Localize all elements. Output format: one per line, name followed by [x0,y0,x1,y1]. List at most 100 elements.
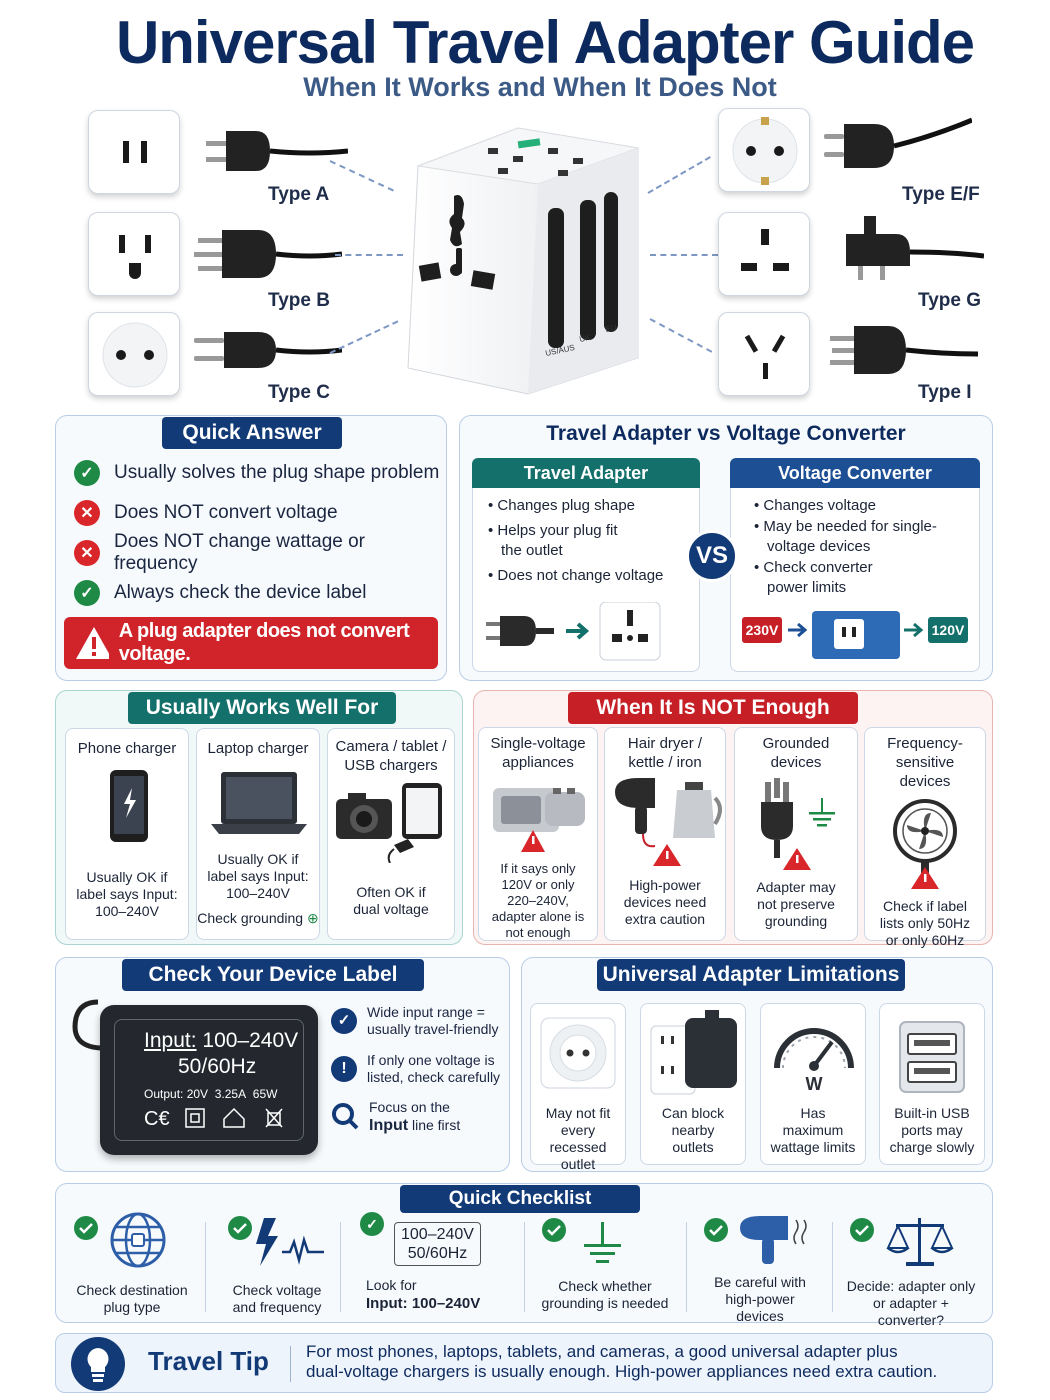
bullet-item: • Changes plug shape [488,497,636,514]
outlet-type-i [718,312,810,396]
grounded-devices-card: Grounded devices Adapter may not preserv… [734,727,858,941]
voltage-in-badge: 230V [742,617,782,643]
outlet-type-b [88,212,180,296]
laptop-charger-card: Laptop charger Usually OK if label says … [196,728,320,940]
connector-line [650,254,718,256]
check-icon: ✓ [74,460,100,486]
plug-type-c-label: Type C [268,382,330,403]
usb-ports-card: Built-in USB ports may charge slowly [879,1003,985,1165]
scale-icon [850,1218,954,1266]
plug-type-b-icon [194,230,342,278]
camera-tablet-card: Camera / tablet / USB chargers Often OK … [327,728,455,940]
hair-dryer-card: Hair dryer / kettle / iron High-power de… [604,727,726,941]
slider-uk-label: UK [579,333,592,344]
exclamation-icon: ! [331,1056,357,1082]
quick-answer-item: ✓Always check the device label [74,578,444,608]
plug-type-b-label: Type B [268,290,330,311]
frequency-sensitive-card: Frequency-sensitive devices Check if lab… [864,727,986,948]
bullet-item: • Does not change voltage [488,567,664,584]
label-tips: ✓ Wide input range = usually travel-frie… [331,1004,506,1135]
label-tip-item: ✓ Wide input range = usually travel-frie… [331,1004,506,1038]
limitations-title: Universal Adapter Limitations [597,959,905,991]
not-enough-title: When It Is NOT Enough [568,692,858,724]
quick-answer-item: ✓Usually solves the plug shape problem [74,458,444,488]
quick-answer-title: Quick Answer [162,417,342,449]
phone-charger-card: Phone charger Usually OK if label says I… [65,728,189,940]
works-title: Usually Works Well For [128,692,396,724]
outlet-type-a [88,110,180,194]
label-plate [114,1019,304,1141]
voltage-out-badge: 120V [928,617,968,643]
plug-type-ef-icon [824,117,972,168]
check-icon: ✓ [74,580,100,606]
compare-title: Travel Adapter vs Voltage Converter [546,422,906,445]
bullet-item: • May be needed for single-voltage devic… [754,518,937,555]
block-outlets-card: Can block nearby outlets [640,1003,746,1165]
plug-type-g-icon [846,216,984,280]
gauge-icon: W [774,1028,854,1094]
travel-tip-bar [55,1333,993,1393]
check-icon: ✓ [360,1212,384,1236]
outlet-type-ef [718,108,810,192]
outlet-type-c [88,312,180,396]
divider [524,1222,525,1312]
hair-dryer-icon [704,1216,807,1264]
travel-tip-title: Travel Tip [148,1346,269,1376]
voltage-frequency-icon [228,1216,324,1266]
quick-answer-item: ✕Does NOT convert voltage [74,498,444,528]
voltage-warning-banner: A plug adapter does not convert voltage. [64,617,438,669]
divider [340,1222,341,1312]
voltage-converter-title: Voltage Converter [730,458,980,488]
divider [686,1222,687,1312]
fan-icon [893,799,957,889]
plug-to-adapter-illustration [486,602,661,661]
power-brick: Input: 100–240V 50/60Hz Output: 20V 3.25… [100,1005,318,1155]
page-title: Universal Travel Adapter Guide [115,9,975,76]
bullet-item: • Changes voltage [754,497,877,514]
recessed-outlet-card: May not fit every recessed outlet [530,1003,626,1172]
ground-icon: ⊕ [307,910,319,926]
wattage-limit-card: W Has maximum wattage limits [760,1003,866,1165]
plug-type-ef-label: Type E/F [902,184,980,205]
connector-line [647,156,711,194]
checklist-item: Decide: adapter only or adapter + conver… [846,1212,976,1329]
grounded-plug-icon [761,778,835,870]
recessed-outlet-icon [540,1017,616,1089]
checklist-item: Be careful with high-power devices [700,1212,820,1325]
plug-type-c-icon [194,332,342,368]
slider-eu-label: EU [605,323,618,334]
grounding-icon [542,1218,621,1263]
outlet-type-g [718,212,810,296]
warning-icon [76,627,109,659]
phone-icon [110,770,148,842]
power-cord-icon [72,999,101,1051]
checklist-item: Check destination plug type [72,1212,192,1316]
checklist-title: Quick Checklist [400,1185,640,1213]
voltage-converter-points: • Changes voltage • May be needed for si… [754,496,969,598]
certification-marks-icon: C€ [144,1107,283,1130]
quick-answer-list: ✓Usually solves the plug shape problem ✕… [74,458,444,608]
laptop-icon [211,772,307,834]
travel-tip-text: For most phones, laptops, tablets, and c… [306,1342,938,1381]
device-label-title: Check Your Device Label [122,959,424,991]
checklist-item: Check voltage and frequency [222,1212,332,1316]
check-icon: ✓ [331,1008,357,1034]
plug-type-a-icon [206,131,348,171]
vs-badge: VS [686,530,738,582]
connector-line [649,318,713,353]
label-output-line: Output: 20V 3.25A 65W [144,1087,278,1101]
checklist-item: Check whether grounding is needed [540,1212,670,1312]
plug-type-a-label: Type A [268,184,330,205]
divider [290,1346,291,1382]
camera-tablet-icon [336,783,442,864]
globe-icon [74,1212,166,1268]
gauge-unit-label: W [806,1074,823,1094]
plug-type-i-label: Type I [918,382,972,403]
bullet-item: • Helps your plug fit the outlet [488,522,618,559]
label-tip-item: ! If only one voltage is listed, check c… [331,1052,506,1086]
connector-line [335,254,403,256]
bullet-item: • Check converter power limits [754,559,873,596]
divider [205,1222,206,1312]
